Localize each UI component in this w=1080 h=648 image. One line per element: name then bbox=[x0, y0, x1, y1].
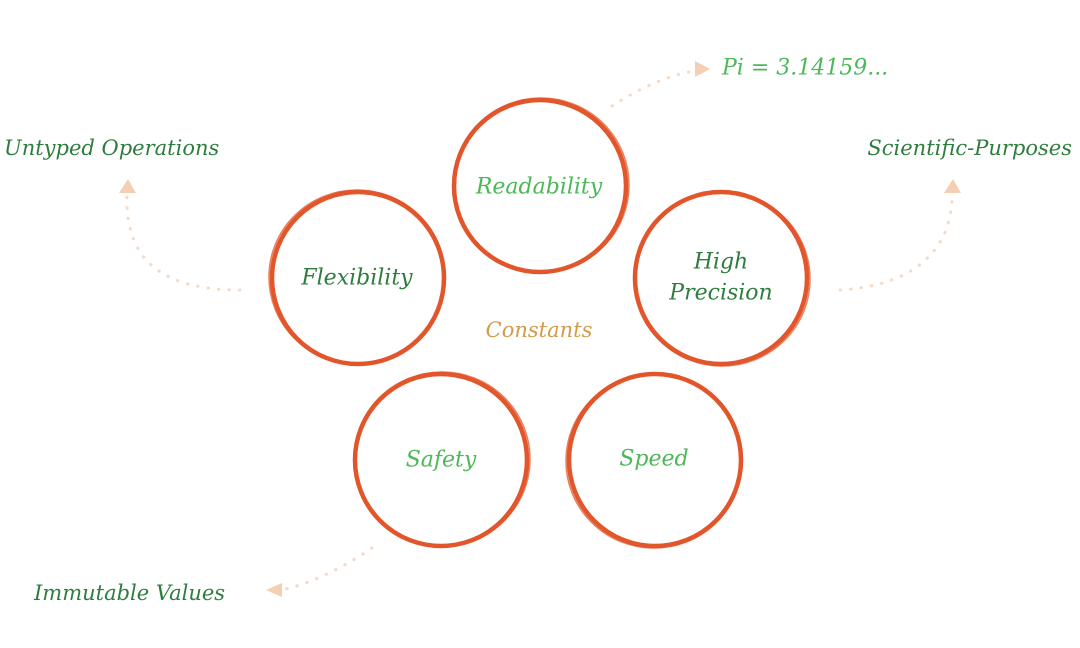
node-label-safety: Safety bbox=[405, 447, 477, 473]
arrowhead-immutable bbox=[266, 583, 282, 597]
arrowhead-untyped bbox=[119, 179, 136, 193]
annotation-pi: Pi = 3.14159... bbox=[722, 55, 889, 81]
annotation-untyped-operations: Untyped Operations bbox=[4, 135, 220, 160]
node-speed-ring bbox=[565, 371, 744, 549]
node-label-flexibility: Flexibility bbox=[301, 265, 413, 291]
node-precision-ring bbox=[632, 189, 811, 367]
center-label-constants: Constants bbox=[485, 317, 593, 342]
annotation-scientific-purposes: Scientific-Purposes bbox=[867, 135, 1072, 160]
node-label-high-precision: High Precision bbox=[669, 250, 772, 307]
node-label-precision: Precision bbox=[669, 281, 773, 306]
arrowhead-pi bbox=[695, 61, 710, 77]
annotation-immutable-values: Immutable Values bbox=[34, 580, 226, 605]
node-safety-ring bbox=[352, 371, 531, 549]
connector-precision-to-scientific bbox=[838, 191, 954, 292]
node-label-speed: Speed bbox=[619, 446, 689, 472]
connector-safety-to-immutable bbox=[274, 546, 374, 593]
arrowhead-scientific bbox=[944, 179, 961, 193]
node-label-readability: Readability bbox=[475, 174, 603, 200]
connector-flexibility-to-untyped bbox=[125, 191, 242, 292]
node-readability-ring bbox=[451, 97, 630, 275]
node-label-high: High bbox=[693, 249, 749, 275]
node-flexibility-ring bbox=[268, 189, 447, 367]
connector-readability-to-pi bbox=[610, 68, 702, 108]
